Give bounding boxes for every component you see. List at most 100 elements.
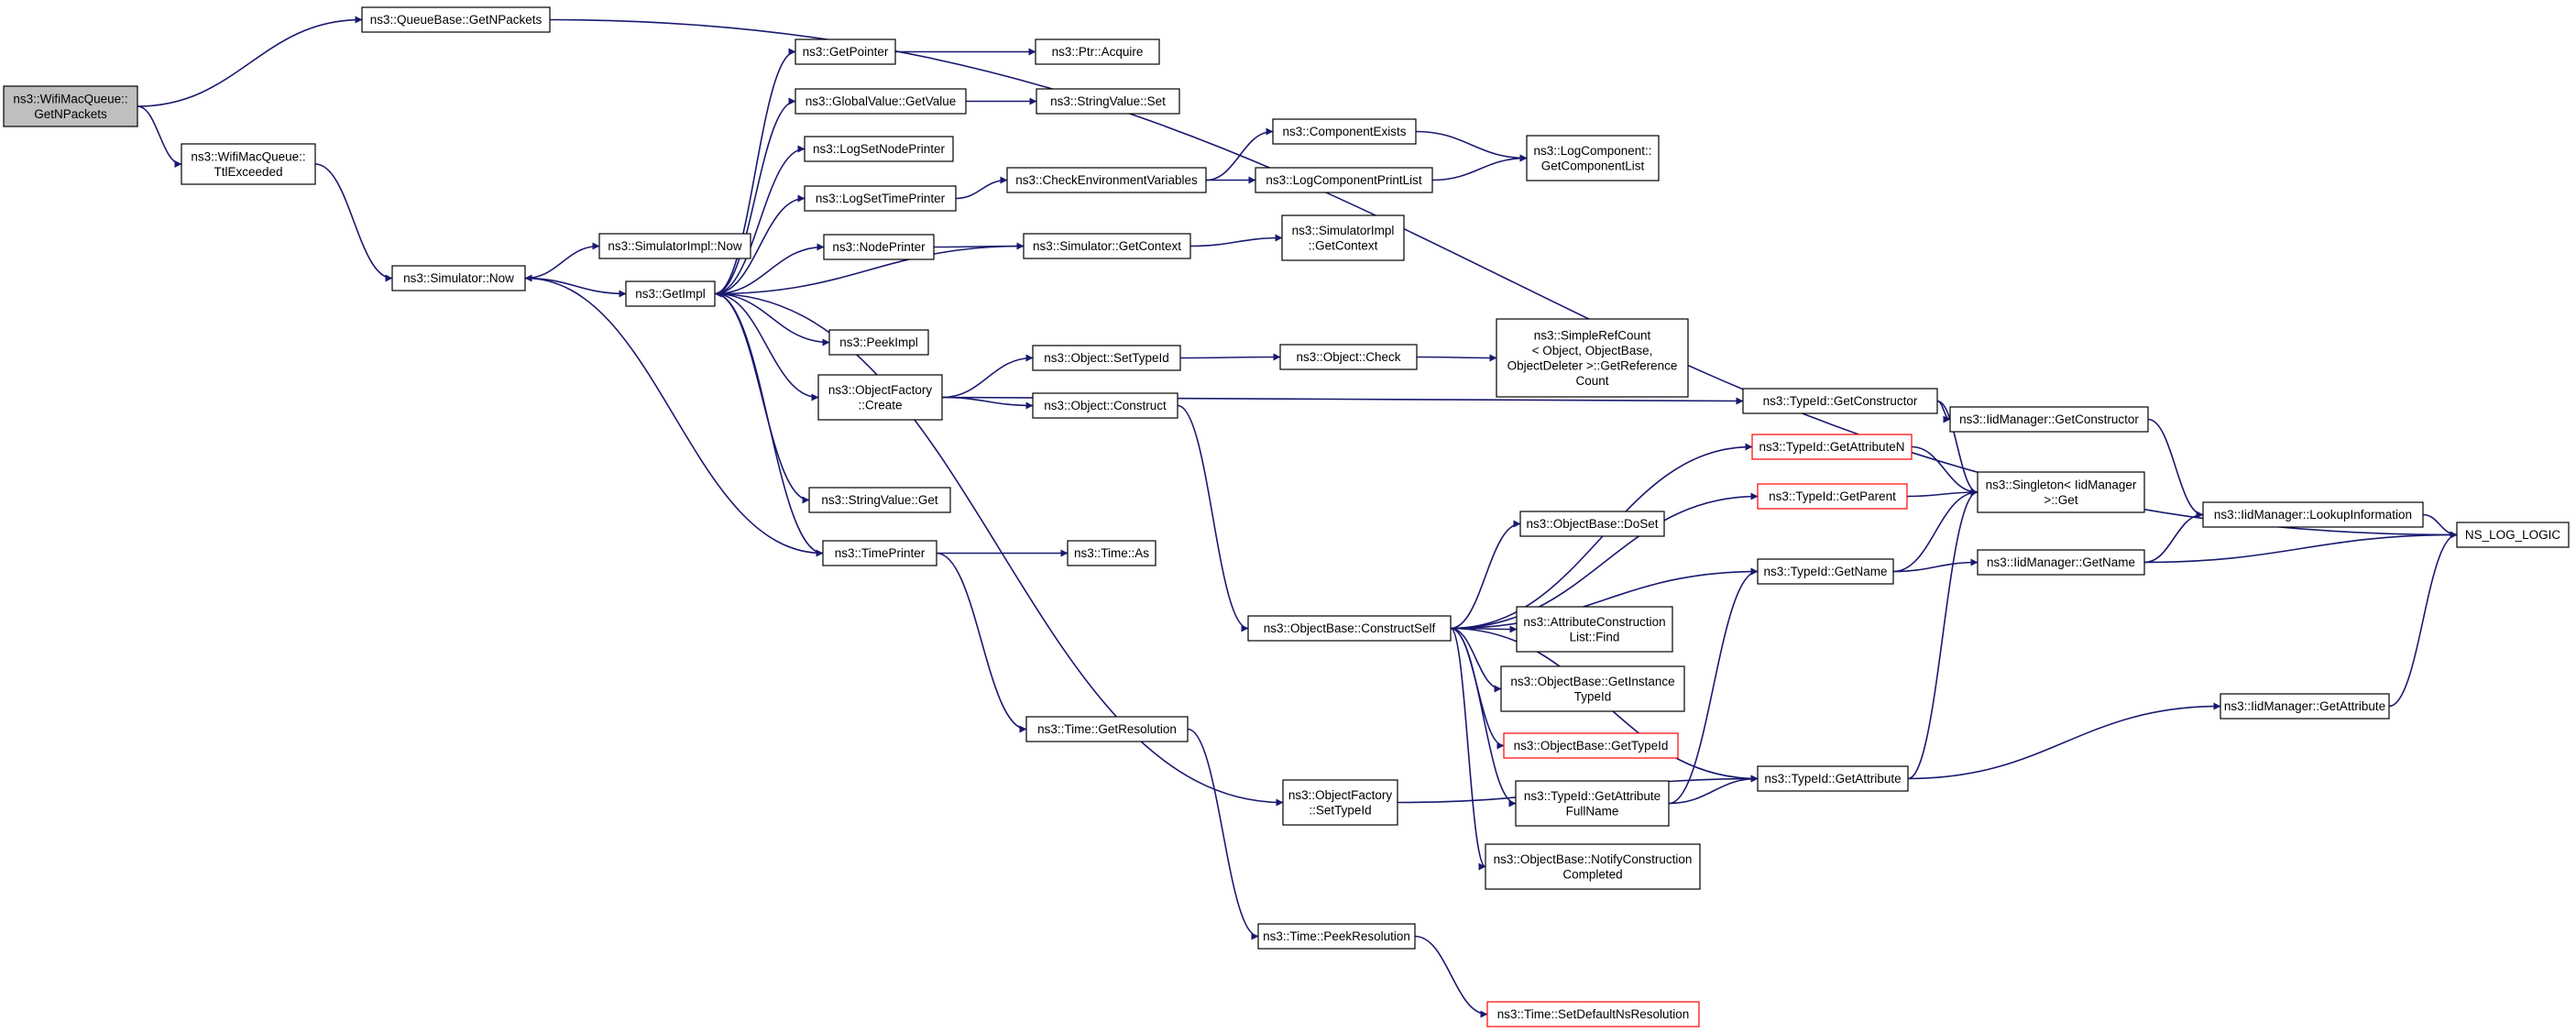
graph-node[interactable]: ns3::PeekImpl — [828, 329, 929, 356]
node-box — [1516, 606, 1673, 653]
graph-node[interactable]: ns3::StringValue::Get — [808, 487, 951, 513]
call-edge — [1936, 400, 1951, 423]
node-box — [2456, 522, 2570, 548]
call-edge — [2388, 531, 2458, 708]
call-edge — [1187, 728, 1259, 940]
graph-node[interactable]: ns3::TypeId::GetName — [1757, 558, 1894, 585]
node-label: ns3::GetPointer — [803, 45, 889, 59]
node-label: ns3::LogComponent:: — [1533, 144, 1651, 158]
graph-node[interactable]: ns3::Object::Construct — [1032, 392, 1178, 419]
graph-node[interactable]: ns3::ObjectFactory::SetTypeId — [1282, 779, 1398, 826]
graph-node[interactable]: ns3::WifiMacQueue::TtlExceeded — [181, 143, 316, 185]
graph-node[interactable]: ns3::QueueBase::GetNPackets — [361, 6, 551, 33]
call-edge — [524, 242, 600, 280]
graph-node[interactable]: ns3::ObjectBase::GetTypeId — [1503, 732, 1679, 759]
graph-node[interactable]: ns3::SimpleRefCount< Object, ObjectBase,… — [1496, 318, 1689, 398]
graph-node[interactable]: ns3::Time::GetResolution — [1025, 716, 1189, 742]
call-edge — [1450, 567, 1759, 630]
node-label: ns3::Time::SetDefaultNsResolution — [1497, 1007, 1690, 1021]
call-edge — [714, 292, 824, 557]
graph-node[interactable]: ns3::IidManager::GetConstructor — [1949, 406, 2149, 433]
call-edge — [955, 176, 1008, 200]
node-box — [181, 143, 316, 185]
graph-node[interactable]: ns3::ObjectBase::DoSet — [1519, 511, 1665, 537]
graph-node[interactable]: ns3::SimulatorImpl::GetContext — [1281, 214, 1405, 261]
graph-node[interactable]: ns3::TypeId::GetParent — [1757, 483, 1908, 510]
graph-node[interactable]: ns3::LogComponentPrintList — [1255, 167, 1433, 193]
graph-node[interactable]: ns3::ObjectBase::NotifyConstructionCompl… — [1485, 843, 1701, 890]
call-edge — [1911, 445, 1979, 496]
graph-node[interactable]: ns3::CheckEnvironmentVariables — [1006, 167, 1207, 193]
graph-node[interactable]: ns3::Object::SetTypeId — [1032, 345, 1181, 371]
graph-node[interactable]: ns3::TypeId::GetAttributeN — [1751, 434, 1913, 460]
node-box — [391, 265, 526, 291]
graph-node[interactable]: ns3::Simulator::GetContext — [1023, 233, 1191, 259]
graph-node[interactable]: ns3::LogSetNodePrinter — [804, 136, 954, 162]
graph-node[interactable]: ns3::GlobalValue::GetValue — [795, 88, 967, 115]
call-edge — [714, 97, 796, 295]
call-edge — [714, 292, 830, 346]
graph-node[interactable]: ns3::ComponentExists — [1272, 118, 1417, 145]
node-box — [1067, 540, 1156, 566]
graph-node[interactable]: ns3::ObjectBase::ConstructSelf — [1247, 615, 1452, 642]
graph-node[interactable]: ns3::TypeId::GetAttribute — [1757, 765, 1909, 792]
node-box — [1272, 118, 1417, 145]
node-label: ns3::StringValue::Get — [821, 493, 938, 507]
call-edge — [1668, 775, 1759, 805]
node-box — [1949, 406, 2149, 433]
graph-node[interactable]: ns3::GetImpl — [625, 280, 716, 307]
graph-node[interactable]: ns3::StringValue::Set — [1036, 88, 1180, 115]
call-edge — [1906, 489, 1979, 498]
node-box — [823, 234, 935, 260]
graph-node[interactable]: ns3::Time::As — [1067, 540, 1156, 566]
graph-node[interactable]: ns3::TimePrinter — [822, 540, 937, 566]
node-box — [1257, 923, 1416, 950]
call-edge — [524, 274, 824, 555]
node-box — [1255, 167, 1433, 193]
graph-node[interactable]: ns3::IidManager::GetName — [1977, 549, 2145, 576]
node-label: ns3::ObjectBase::NotifyConstruction — [1494, 852, 1693, 866]
graph-node[interactable]: ns3::Ptr::Acquire — [1035, 38, 1160, 65]
graph-node[interactable]: ns3::SimulatorImpl::Now — [598, 233, 751, 259]
call-edge — [524, 277, 627, 298]
node-label: ns3::TypeId::GetAttribute — [1524, 789, 1661, 803]
graph-node[interactable]: ns3::TypeId::GetConstructor — [1742, 388, 1938, 414]
node-label: ::Create — [858, 398, 902, 412]
graph-node[interactable]: ns3::ObjectFactory::Create — [817, 374, 943, 421]
node-box — [3, 85, 138, 127]
call-edge — [1450, 627, 1502, 693]
graph-node[interactable]: ns3::LogComponent::GetComponentList — [1526, 135, 1660, 181]
graph-node[interactable]: ns3::IidManager::LookupInformation — [2202, 501, 2424, 528]
node-label: ns3::NodePrinter — [832, 240, 926, 254]
graph-node[interactable]: ns3::Time::PeekResolution — [1257, 923, 1416, 950]
node-label: ns3::LogSetTimePrinter — [816, 192, 946, 205]
node-box — [1282, 779, 1398, 826]
graph-node[interactable]: NS_LOG_LOGIC — [2456, 522, 2570, 548]
node-box — [1515, 780, 1670, 827]
graph-node[interactable]: ns3::Singleton< IidManager>::Get — [1977, 471, 2145, 513]
graph-node[interactable]: ns3::Object::Check — [1279, 344, 1418, 370]
node-label: ns3::SimulatorImpl::Now — [608, 239, 742, 253]
graph-node[interactable]: ns3::Simulator::Now — [391, 265, 526, 291]
graph-node[interactable]: ns3::Time::SetDefaultNsResolution — [1486, 1001, 1700, 1028]
graph-node[interactable]: ns3::LogSetTimePrinter — [804, 185, 957, 212]
node-label: < Object, ObjectBase, — [1532, 344, 1653, 357]
call-edge — [1450, 492, 1759, 630]
graph-node[interactable]: ns3::IidManager::GetAttribute — [2220, 693, 2390, 720]
graph-node[interactable]: ns3::GetPointer — [795, 38, 896, 65]
node-box — [625, 280, 716, 307]
node-box — [1503, 732, 1679, 759]
call-edge — [1907, 702, 2221, 780]
graph-node[interactable]: ns3::WifiMacQueue::GetNPackets — [3, 85, 138, 127]
call-edge — [137, 16, 363, 107]
call-edge — [714, 292, 1284, 807]
node-label: ns3::ObjectBase::ConstructSelf — [1264, 621, 1436, 635]
node-label: ::GetContext — [1309, 238, 1378, 252]
node-label: ns3::SimpleRefCount — [1534, 328, 1651, 342]
node-label: ns3::ObjectFactory — [1288, 788, 1393, 802]
graph-node[interactable]: ns3::NodePrinter — [823, 234, 935, 260]
node-label: ns3::Time::PeekResolution — [1263, 929, 1410, 943]
